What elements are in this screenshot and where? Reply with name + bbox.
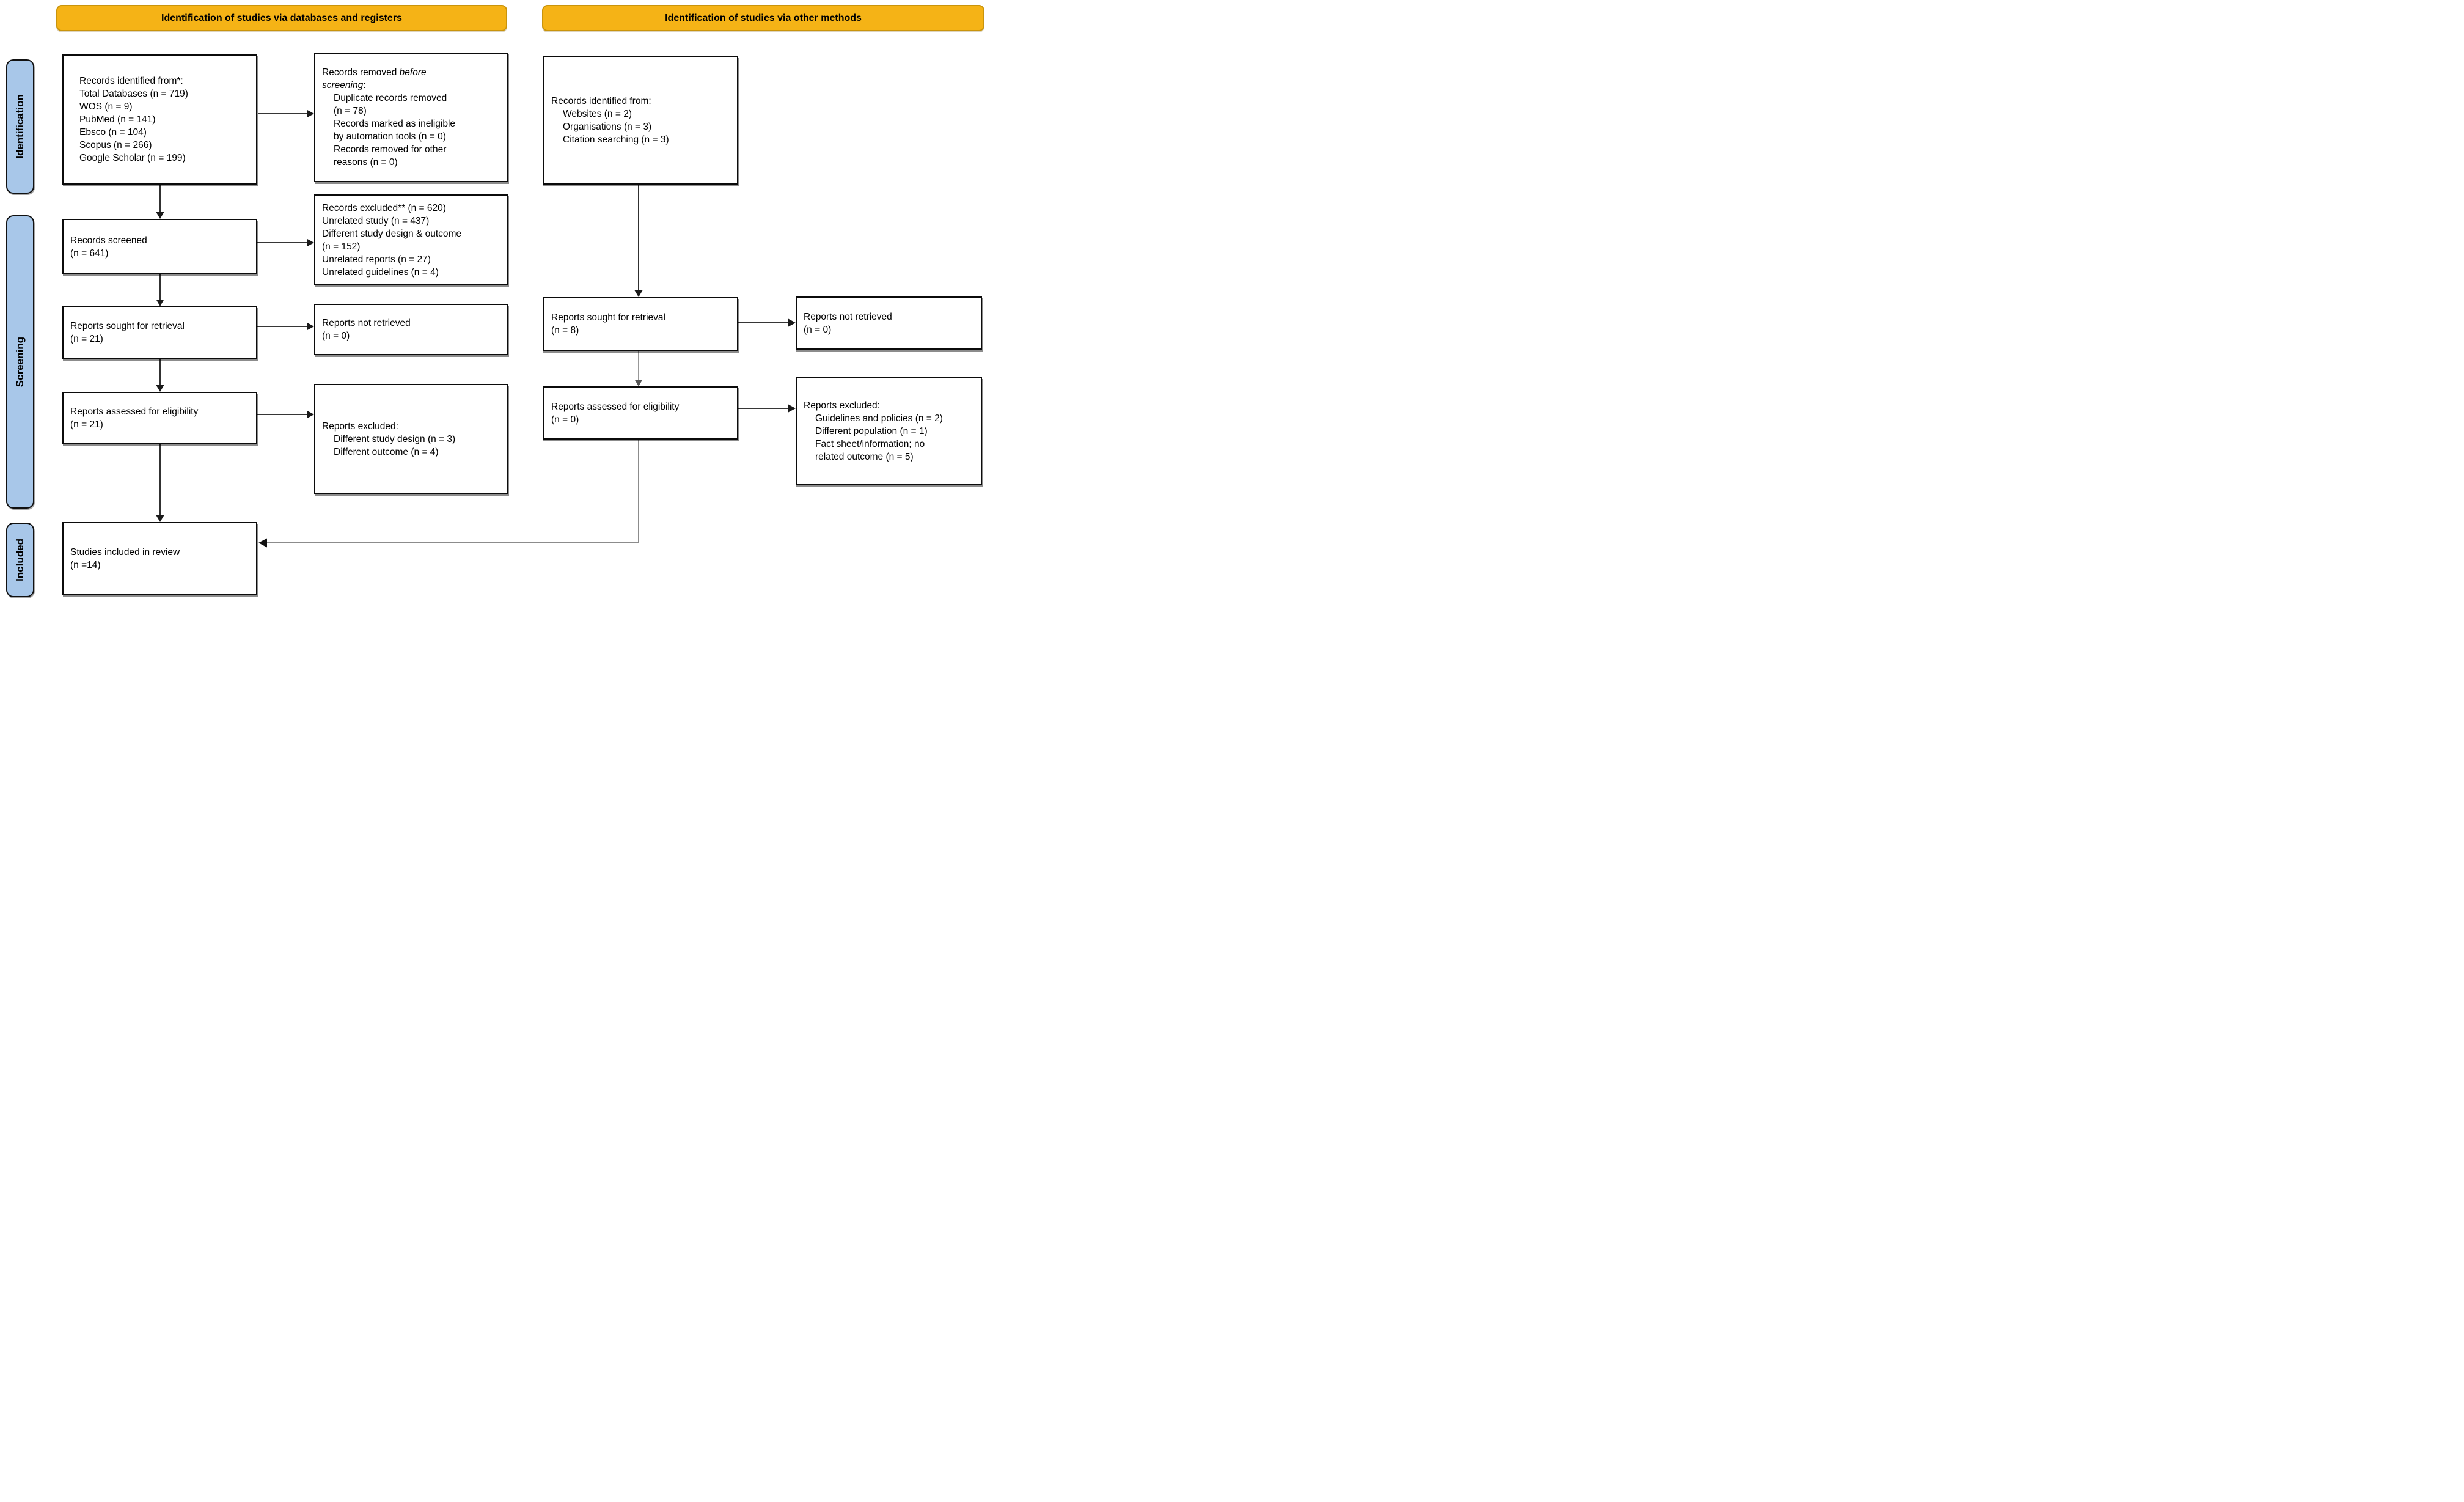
box-line: Records excluded** (n = 620) <box>322 202 446 213</box>
box-line: Different outcome (n = 4) <box>334 446 439 457</box>
arrowhead-assessed-to-excluded-other <box>788 404 796 413</box>
box-line: Scopus (n = 266) <box>79 140 152 150</box>
box-reports-assessed-eligibility-databases: Reports assessed for eligibility (n = 21) <box>62 392 257 444</box>
box-line: (n = 0) <box>322 331 350 341</box>
header-other-methods: Identification of studies via other meth… <box>542 5 985 31</box>
box-line: (n = 641) <box>70 248 109 259</box>
box-reports-sought-retrieval-databases: Reports sought for retrieval (n = 21) <box>62 306 257 359</box>
box-line: Records marked as ineligible <box>334 119 456 129</box>
box-line: (n = 0) <box>551 414 579 425</box>
header-databases-registers: Identification of studies via databases … <box>56 5 507 31</box>
box-line: Reports assessed for eligibility <box>70 406 199 417</box>
sidebar-phase-screening: Screening <box>6 215 34 509</box>
box-reports-not-retrieved-other: Reports not retrieved (n = 0) <box>796 296 982 350</box>
sidebar-phase-label: Identification <box>14 94 26 159</box>
box-line: (n = 78) <box>334 106 367 116</box>
box-reports-excluded-other: Reports excluded: Guidelines and policies… <box>796 377 982 485</box>
box-line: Records screened <box>70 235 147 246</box>
box-line: Google Scholar (n = 199) <box>79 153 186 163</box>
box-line: by automation tools (n = 0) <box>334 131 446 142</box>
box-line: Different study design & outcome <box>322 228 462 239</box>
box-line: related outcome (n = 5) <box>815 452 914 462</box>
box-records-identified-other-methods: Records identified from: Websites (n = 2)… <box>543 56 738 185</box>
box-reports-sought-retrieval-other: Reports sought for retrieval (n = 8) <box>543 297 738 351</box>
box-line: Unrelated guidelines (n = 4) <box>322 267 439 278</box>
box-records-removed-before-screening: Records removed before screening: Duplicat… <box>314 53 508 182</box>
arrowhead-sought-to-notretrieved-db <box>307 322 314 331</box>
box-line: Unrelated study (n = 437) <box>322 215 430 226</box>
box-reports-assessed-eligibility-other: Reports assessed for eligibility (n = 0) <box>543 386 738 440</box>
arrowhead-assessed-to-excluded-db <box>307 410 314 419</box>
arrowhead-sought-to-assessed-db <box>156 385 164 392</box>
box-line: Duplicate records removed <box>334 93 447 103</box>
box-reports-excluded-databases: Reports excluded:Different study design … <box>314 384 508 494</box>
sidebar-phase-identification: Identification <box>6 59 34 194</box>
box-line: (n = 152) <box>322 241 361 252</box>
box-line: (n = 21) <box>70 334 103 344</box>
prisma-flow-diagram: Identification of studies via databases … <box>0 0 986 601</box>
box-line: (n = 0) <box>804 324 832 335</box>
arrowhead-assessed-to-included <box>156 515 164 522</box>
box-line: (n =14) <box>70 560 101 570</box>
box-line: Reports sought for retrieval <box>551 312 666 323</box>
box-line: WOS (n = 9) <box>79 101 133 112</box>
box-line: Reports assessed for eligibility <box>551 401 680 412</box>
box-records-screened: Records screened (n = 641) <box>62 219 257 274</box>
box-line: Fact sheet/information; no <box>815 439 925 449</box>
box-studies-included-review: Studies included in review (n =14) <box>62 522 257 595</box>
box-records-identified-databases: Records identified from*: Total Databases… <box>62 54 257 185</box>
box-records-excluded: Records excluded** (n = 620) Unrelated st… <box>314 194 508 285</box>
box-line: Different study design (n = 3) <box>334 433 456 444</box>
box-line: screening: <box>322 80 366 90</box>
box-line: Guidelines and policies (n = 2) <box>815 413 943 424</box>
box-line: Reports sought for retrieval <box>70 321 185 331</box>
box-line: Reports not retrieved <box>322 318 411 328</box>
box-line: Records identified from*: <box>79 76 183 86</box>
box-line: Reports excluded: <box>322 421 398 432</box>
box-line: (n = 21) <box>70 419 103 430</box>
box-line: Records removed for other <box>334 144 447 155</box>
arrowhead-assessed-other-to-included <box>258 538 267 548</box>
arrowhead-identified-to-screened <box>156 212 164 219</box>
box-line: Reports not retrieved <box>804 311 892 322</box>
box-line: Records identified from: <box>551 96 651 106</box>
box-line: PubMed (n = 141) <box>79 114 156 125</box>
box-line: (n = 8) <box>551 325 579 336</box>
box-line: Total Databases (n = 719) <box>79 89 188 99</box>
arrowhead-screened-to-sought <box>156 300 164 306</box>
sidebar-phase-label: Screening <box>14 336 26 388</box>
box-reports-not-retrieved-databases: Reports not retrieved (n = 0) <box>314 304 508 355</box>
box-line: Different population (n = 1) <box>815 426 928 436</box>
sidebar-phase-label: Included <box>14 539 26 581</box>
box-line: Records removed before <box>322 67 427 78</box>
arrowhead-screened-to-excluded <box>307 238 314 247</box>
box-line: Websites (n = 2) <box>563 109 632 119</box>
box-line: Reports excluded: <box>804 400 880 411</box>
box-line: Ebsco (n = 104) <box>79 127 147 138</box>
box-line: reasons (n = 0) <box>334 157 398 168</box>
arrowhead-identified-to-removed <box>307 109 314 118</box>
arrowhead-otherrecords-to-sought <box>634 290 643 297</box>
box-line: Studies included in review <box>70 547 180 558</box>
box-line: Citation searching (n = 3) <box>563 134 669 145</box>
sidebar-phase-included: Included <box>6 523 34 597</box>
box-line: Organisations (n = 3) <box>563 122 652 132</box>
box-line: Unrelated reports (n = 27) <box>322 254 431 265</box>
arrowhead-sought-to-notretrieved-other <box>788 318 796 327</box>
arrowhead-sought-to-assessed-other <box>634 380 643 386</box>
